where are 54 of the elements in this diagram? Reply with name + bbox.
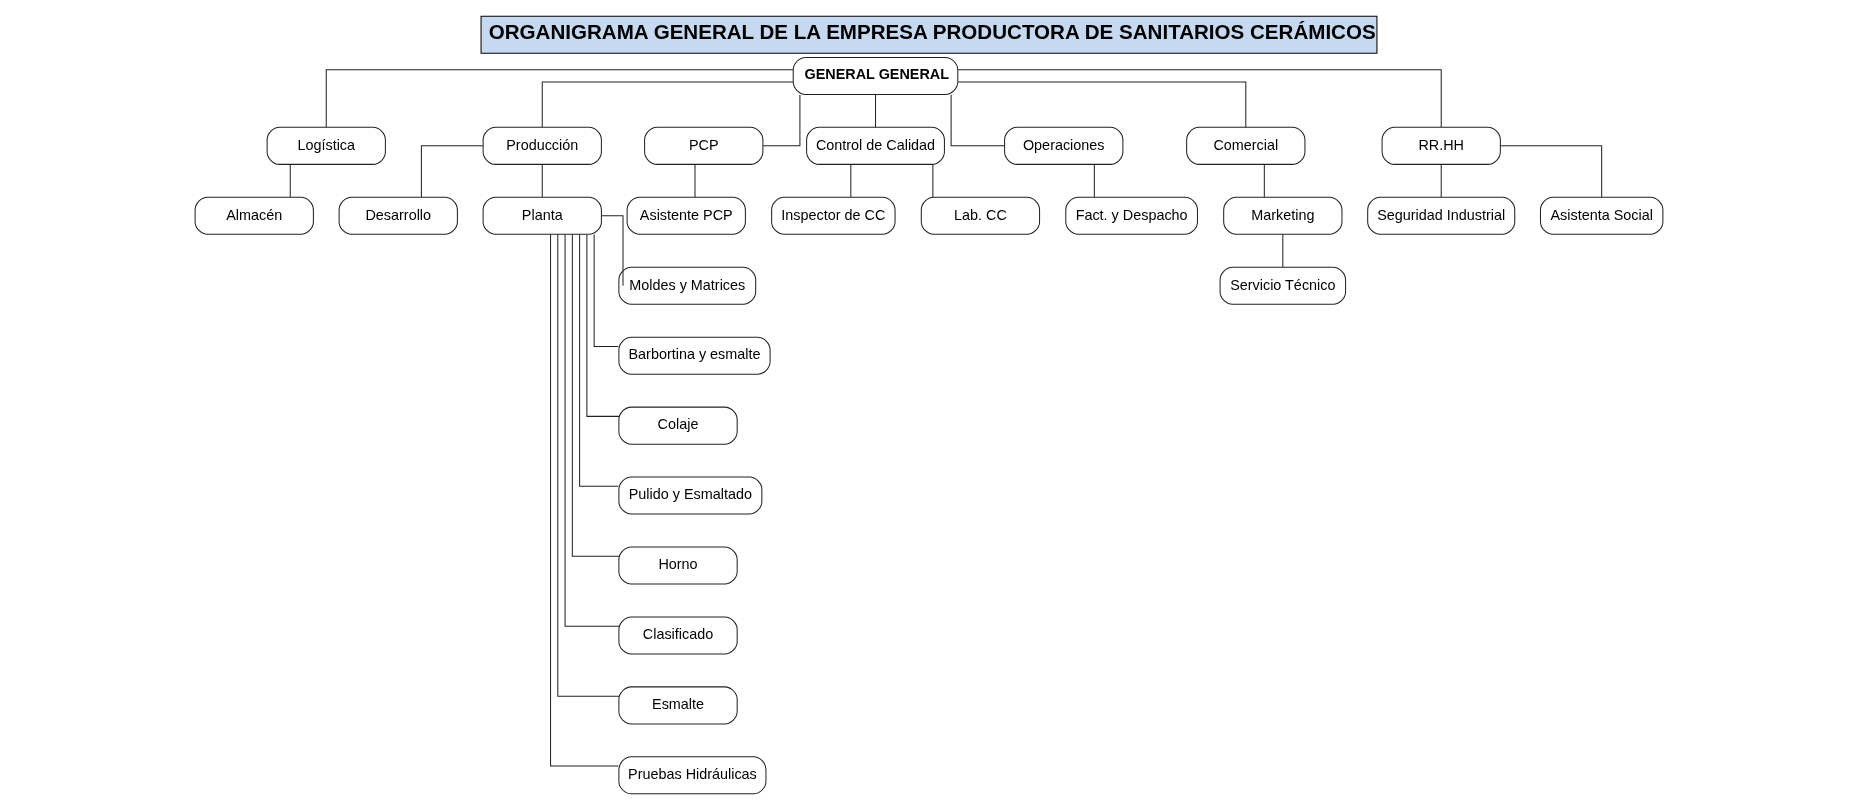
connector: [564, 234, 620, 627]
connector: [957, 69, 1442, 128]
node-box: Comercial: [1185, 126, 1305, 165]
node-box: Producción: [482, 126, 602, 165]
connector: [420, 145, 483, 198]
diagram-title: ORGANIGRAMA GENERAL DE LA EMPRESA PRODUCTORA DE SANITARIOS CERÁMICOS: [488, 19, 1376, 43]
node-box: Pruebas Hidráulicas: [617, 756, 766, 795]
node-box: Asistenta Social: [1539, 196, 1663, 235]
connector: [849, 164, 851, 198]
connector: [549, 233, 619, 767]
connector: [1440, 164, 1442, 198]
node-box: Horno: [617, 546, 738, 585]
node-box: PCP: [643, 126, 763, 165]
connector: [1281, 234, 1283, 268]
node-box: Desarrollo: [338, 196, 458, 235]
connector: [950, 94, 1005, 147]
node-box: Seguridad Industrial: [1366, 196, 1515, 235]
connector: [694, 164, 695, 198]
connector: [556, 233, 620, 697]
connector: [874, 94, 876, 128]
node-box: Pulido y Esmaltado: [617, 476, 762, 515]
connector: [585, 234, 620, 417]
connector: [289, 164, 291, 198]
connector: [1499, 145, 1602, 198]
connector: [1263, 164, 1265, 198]
node-box: Asistente PCP: [626, 196, 746, 235]
node-box: Logística: [266, 126, 386, 165]
node-box: Clasificado: [617, 616, 738, 655]
connector: [957, 81, 1246, 128]
node-box: Barbortina y esmalte: [617, 336, 771, 375]
connector: [571, 234, 620, 557]
connector: [762, 94, 800, 147]
connector: [325, 69, 793, 128]
node-box: Lab. CC: [920, 196, 1040, 235]
node-box: Marketing: [1222, 196, 1342, 235]
node-box: Esmalte: [617, 686, 738, 725]
node-box: Moldes y Matrices: [617, 266, 756, 305]
connector: [541, 164, 543, 198]
node-box: Almacén: [194, 196, 314, 235]
node-box: Servicio Técnico: [1219, 266, 1346, 305]
node-box: Planta: [482, 196, 602, 235]
node-box: Fact. y Despacho: [1064, 196, 1198, 235]
node-box: Control de Calidad: [805, 126, 945, 165]
connector: [578, 233, 619, 487]
connector: [600, 215, 623, 287]
connector: [1093, 164, 1095, 198]
node-box: Inspector de CC: [770, 196, 896, 235]
node-box: RR.HH: [1381, 126, 1501, 165]
node-box: GENERAL GENERAL: [792, 56, 958, 95]
node-box: Colaje: [617, 406, 738, 445]
connector: [593, 234, 619, 347]
node-box: Operaciones: [1003, 126, 1123, 165]
connector: [541, 81, 794, 128]
connector: [931, 164, 933, 198]
